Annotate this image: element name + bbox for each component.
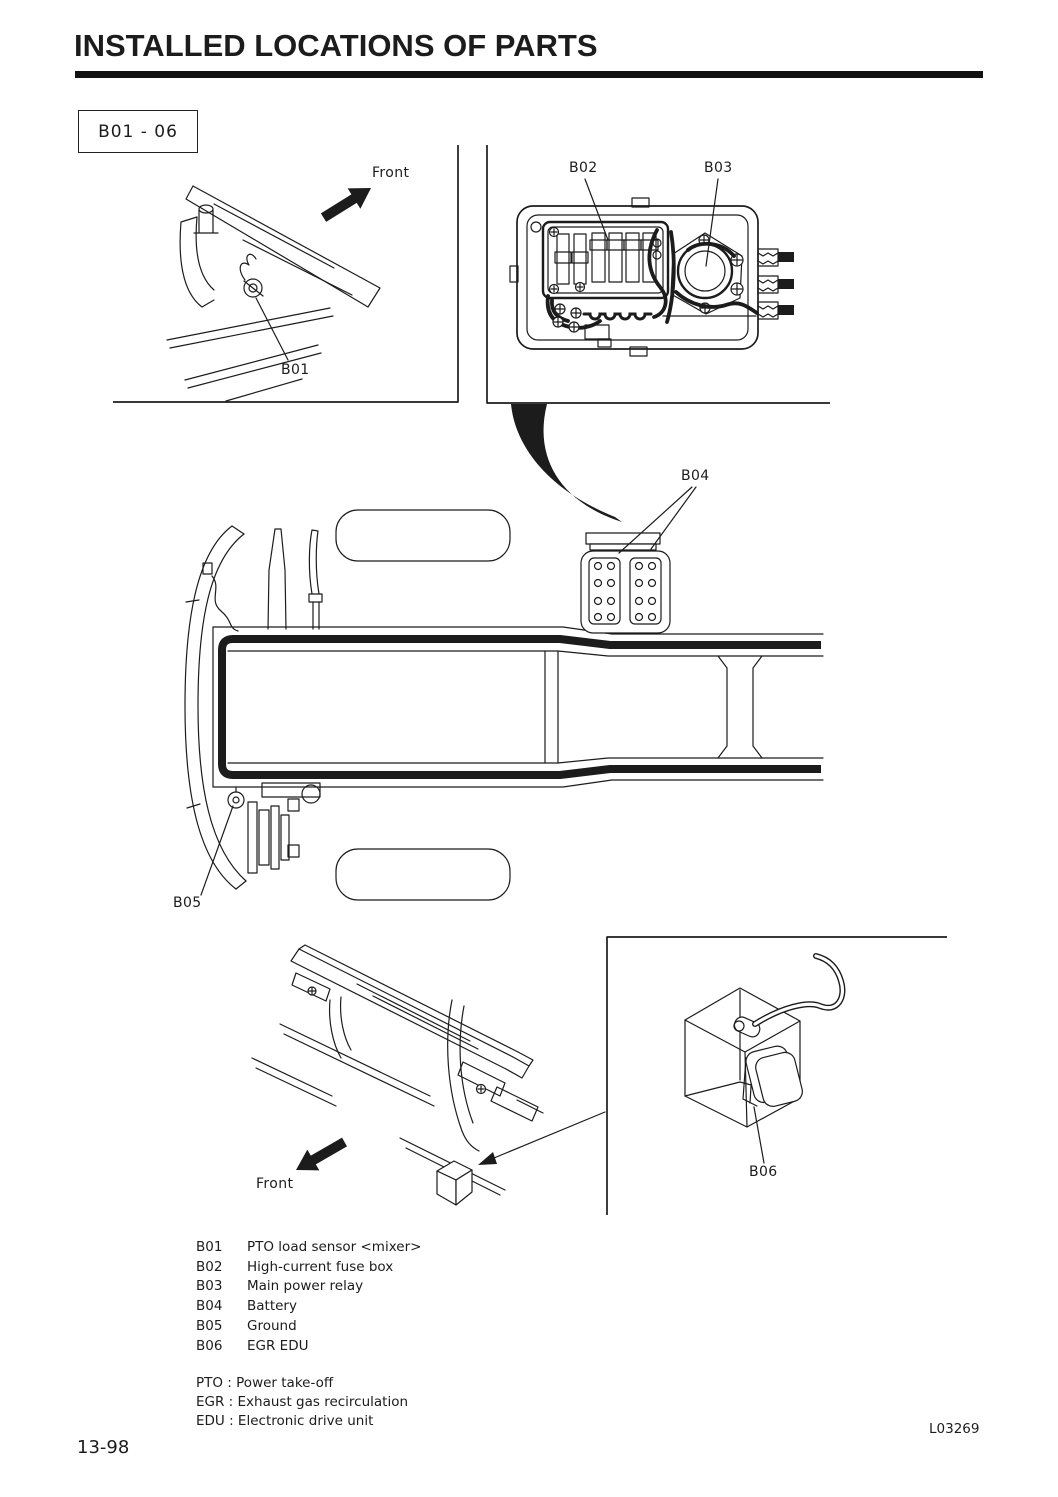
b02-label: B02 <box>569 160 598 176</box>
b05-label: B05 <box>173 895 202 911</box>
title-rule <box>75 71 983 78</box>
page-number: 13-98 <box>77 1437 130 1458</box>
abbreviation-notes: PTO : Power take-off EGR : Exhaust gas r… <box>196 1373 408 1431</box>
battery-drawing <box>580 532 671 634</box>
section-range-box: B01 - 06 <box>78 110 198 153</box>
abbreviation-line: PTO : Power take-off <box>196 1374 334 1391</box>
edu-cube <box>436 1160 473 1206</box>
front-arrow-icon-top <box>320 188 371 222</box>
fuse-elements <box>554 232 659 285</box>
b01-label: B01 <box>281 362 310 378</box>
b01-location-diagram <box>166 185 381 402</box>
legend-row: B05 Ground <box>196 1316 421 1336</box>
legend-name: Main power relay <box>247 1278 364 1295</box>
legend-code: B04 <box>196 1298 223 1315</box>
b04-label: B04 <box>681 468 710 484</box>
front-arrow-icon-bottom <box>296 1137 347 1171</box>
legend-name: Ground <box>247 1318 297 1335</box>
legend-row: B04 Battery <box>196 1296 421 1316</box>
b06-label: B06 <box>749 1164 778 1180</box>
legend-name: High-current fuse box <box>247 1258 394 1275</box>
front-left-tire <box>335 848 511 901</box>
front-right-tire <box>335 509 511 562</box>
ground-point <box>227 791 245 809</box>
edu-unit <box>745 1045 803 1107</box>
detail-pointer-arrow <box>478 1111 606 1165</box>
abbreviation-line: EGR : Exhaust gas recirculation <box>196 1394 409 1411</box>
b06-leader-line <box>753 1106 765 1164</box>
detail-swoosh-arrow <box>511 404 622 522</box>
front-label-top: Front <box>372 165 410 181</box>
legend-name: EGR EDU <box>247 1337 309 1354</box>
legend-code: B05 <box>196 1318 223 1335</box>
b02-leader-line <box>584 178 609 241</box>
figure-code: L03269 <box>929 1421 980 1437</box>
section-range-label: B01 - 06 <box>98 121 178 142</box>
front-label-bottom: Front <box>256 1176 294 1192</box>
legend-name: Battery <box>247 1298 297 1315</box>
b03-label: B03 <box>704 160 733 176</box>
legend-name: PTO load sensor <mixer> <box>247 1238 422 1255</box>
parts-legend: B01 PTO load sensor <mixer> B02 High-cur… <box>196 1237 421 1356</box>
legend-row: B02 High-current fuse box <box>196 1257 421 1277</box>
crossmember-diagram <box>251 944 606 1206</box>
terminal-connectors <box>757 248 794 320</box>
legend-code: B03 <box>196 1278 223 1295</box>
legend-code: B01 <box>196 1238 223 1255</box>
wire-harness <box>752 953 846 1027</box>
b05-leader-line <box>200 805 234 896</box>
legend-row: B03 Main power relay <box>196 1277 421 1297</box>
b06-detail-diagram <box>684 953 846 1164</box>
b03-leader-line <box>705 178 719 267</box>
legend-row: B06 EGR EDU <box>196 1336 421 1356</box>
legend-code: B06 <box>196 1337 223 1354</box>
chassis-top-view <box>184 486 824 901</box>
legend-code: B02 <box>196 1258 223 1275</box>
abbreviation-line: EDU : Electronic drive unit <box>196 1413 374 1430</box>
wheel-hub-drawing <box>247 782 321 874</box>
b04-leader-lines <box>618 486 697 554</box>
page-title: INSTALLED LOCATIONS OF PARTS <box>74 28 598 63</box>
panel-borders <box>113 145 947 1215</box>
fuse-box-diagram <box>509 178 794 357</box>
legend-row: B01 PTO load sensor <mixer> <box>196 1237 421 1257</box>
